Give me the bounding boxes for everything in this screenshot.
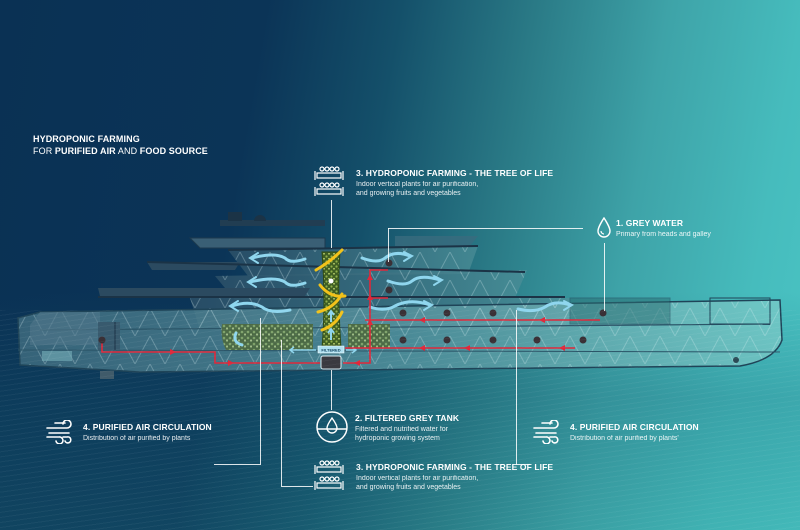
- callout-title: 3. HYDROPONIC FARMING - THE TREE OF LIFE: [356, 168, 554, 178]
- svg-text:FILTERED: FILTERED: [321, 348, 340, 353]
- hydroponic-racks-icon: [314, 166, 344, 196]
- leader-hydro-bottom-h: [281, 486, 313, 487]
- leader-grey-water-v2: [604, 243, 605, 311]
- leader-filter-tank: [331, 370, 332, 410]
- grey-water-pipes: [101, 269, 600, 364]
- leader-air-left-h: [214, 464, 261, 465]
- callout-description: Distribution of air purified by plants: [83, 435, 191, 442]
- callout-description: Filtered and nutrified water for hydropo…: [355, 426, 448, 442]
- callout-title: 2. FILTERED GREY TANK: [355, 413, 460, 423]
- upper-deck: [227, 245, 479, 276]
- wind-icon: [533, 420, 559, 444]
- leader-hydroponic-top: [331, 200, 332, 248]
- leader-air-right-v: [516, 310, 517, 464]
- pipe-flow-markers: [170, 274, 565, 366]
- sundeck: [188, 212, 478, 249]
- tree-of-life-column: [314, 248, 347, 349]
- leader-hydro-bottom-v: [281, 340, 282, 486]
- hydroponic-racks-icon: [314, 460, 344, 490]
- callout-title: 4. PURIFIED AIR CIRCULATION: [570, 422, 699, 432]
- leader-air-left-v: [260, 318, 261, 464]
- filtered-tank-icon: [316, 411, 348, 443]
- filter-unit: FILTERED: [288, 345, 358, 370]
- infographic-heading: HYDROPONIC FARMING FOR PURIFIED AIR AND …: [33, 133, 208, 157]
- callout-title: 4. PURIFIED AIR CIRCULATION: [83, 422, 212, 432]
- heading-line2: FOR PURIFIED AIR AND FOOD SOURCE: [33, 146, 208, 156]
- callout-title: 1. GREY WATER: [616, 218, 684, 228]
- heading-line1: HYDROPONIC FARMING: [33, 134, 140, 144]
- callout-description: Distribution of air purified by plants': [570, 435, 679, 442]
- leader-air-right-h: [516, 464, 530, 465]
- air-flow-arrows: [228, 251, 575, 347]
- drain-points: [98, 259, 607, 344]
- indoor-garden: [221, 324, 390, 350]
- callout-title: 3. HYDROPONIC FARMING - THE TREE OF LIFE: [356, 462, 554, 472]
- callout-description: Primary from heads and galley: [616, 231, 711, 238]
- leader-grey-water-v1: [388, 228, 389, 262]
- water-drop-icon: [597, 217, 611, 238]
- callout-description: Indoor vertical plants for air purificat…: [356, 181, 479, 197]
- callout-description: Indoor vertical plants for air purificat…: [356, 475, 479, 491]
- wind-icon: [46, 420, 72, 444]
- leader-grey-water-h: [388, 228, 583, 229]
